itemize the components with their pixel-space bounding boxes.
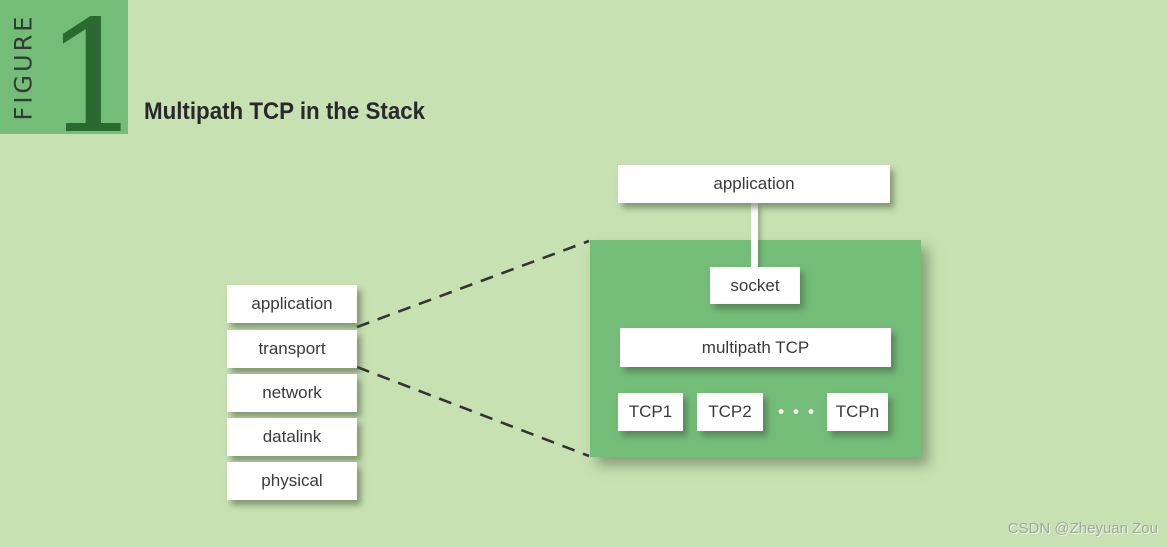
tcp1-box: TCP1 [618, 393, 683, 431]
stack-layer-label: physical [261, 471, 323, 490]
multipath-tcp-box: multipath TCP [620, 328, 891, 367]
stack-layer-label: network [262, 383, 322, 402]
multipath-tcp-label: multipath TCP [701, 337, 810, 357]
stack-layer-label: transport [258, 339, 326, 358]
tcp1-label: TCP1 [628, 402, 673, 421]
stack-layer-label: datalink [262, 427, 322, 446]
tcpn-box: TCPn [827, 393, 888, 431]
stack-layer-datalink: datalink [227, 418, 357, 456]
application-label: application [713, 174, 795, 193]
figure-badge: FIGURE 1 [0, 0, 143, 155]
tcp2-label: TCP2 [708, 402, 752, 421]
tcpn-label: TCPn [835, 402, 880, 421]
application-box: application [618, 165, 890, 203]
stack-layer-network: network [227, 374, 357, 412]
watermark-text: CSDN @Zheyuan Zou [1007, 520, 1158, 537]
stack-layer-application: application [227, 285, 357, 323]
stack-layer-transport: transport [227, 330, 357, 368]
tcp2-box: TCP2 [697, 393, 763, 431]
stack-layer-physical: physical [227, 462, 357, 500]
stack-layer-label: application [251, 294, 333, 313]
figure-vertical-label-wrap: FIGURE [0, 0, 46, 134]
figure-vertical-label: FIGURE [9, 13, 38, 121]
figure-number: 1 [44, 0, 143, 168]
application-socket-connector [751, 203, 758, 269]
figure-title: Multipath TCP in the Stack [144, 98, 426, 125]
dashed-line-bottom [356, 365, 590, 458]
socket-box: socket [710, 267, 800, 304]
dashed-line-top [356, 239, 590, 329]
ellipsis-dots: ••• [778, 402, 823, 421]
socket-label: socket [730, 275, 780, 295]
